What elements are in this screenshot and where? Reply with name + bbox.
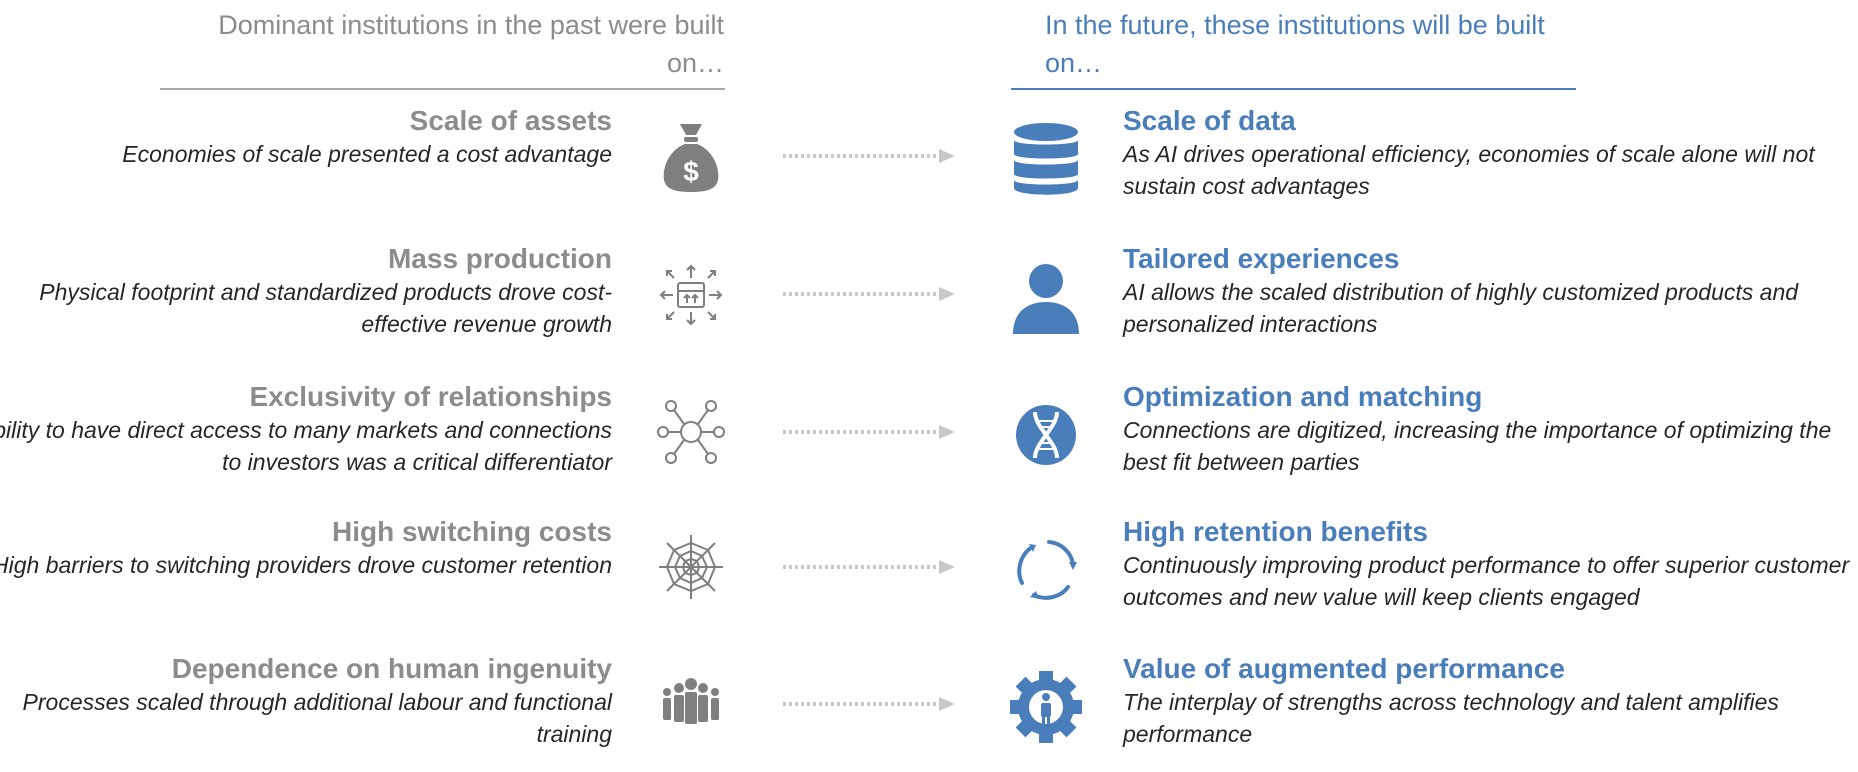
arrow-icon [783, 287, 955, 301]
past-item-description: Physical footprint and standardized prod… [39, 279, 612, 337]
past-item-description: High barriers to switching providers dro… [0, 552, 612, 578]
future-item: High retention benefits Continuously imp… [1123, 515, 1858, 613]
past-item: Mass production Physical footprint and s… [0, 242, 612, 340]
comparison-row-ingenuity: Dependence on human ingenuity Processes … [0, 652, 1858, 772]
past-item-description: Ability to have direct access to many ma… [0, 417, 612, 475]
comparison-row-scale: Scale of assets Economies of scale prese… [0, 104, 1858, 224]
arrow-icon [783, 697, 955, 711]
past-item-description: Processes scaled through additional labo… [22, 689, 612, 747]
future-item: Optimization and matching Connections ar… [1123, 380, 1858, 478]
comparison-row-relationships: Exclusivity of relationships Ability to … [0, 380, 1858, 500]
future-item-title: Scale of data [1123, 105, 1296, 136]
database-icon [1005, 118, 1087, 200]
past-item: Exclusivity of relationships Ability to … [0, 380, 612, 478]
past-header-rule [160, 88, 725, 90]
arrow-icon [783, 149, 955, 163]
future-item-title: High retention benefits [1123, 516, 1428, 547]
refresh-cycle-icon [1005, 529, 1087, 611]
past-item-title: High switching costs [331, 516, 612, 547]
crowd-icon [653, 666, 729, 742]
future-item-description: Connections are digitized, increasing th… [1123, 417, 1832, 475]
past-item-title: Scale of assets [409, 105, 612, 136]
future-header-rule [1011, 88, 1576, 90]
future-item-title: Optimization and matching [1123, 381, 1483, 412]
past-item-title: Mass production [387, 243, 612, 274]
future-item: Tailored experiences AI allows the scale… [1123, 242, 1858, 340]
person-icon [1005, 256, 1087, 338]
comparison-row-production: Mass production Physical footprint and s… [0, 242, 1858, 362]
past-item-title: Dependence on human ingenuity [171, 653, 612, 684]
comparison-row-switching: High switching costs High barriers to sw… [0, 515, 1858, 635]
future-item-description: Continuously improving product performan… [1123, 552, 1850, 610]
gear-person-icon [1005, 666, 1087, 748]
svg-text:$: $ [683, 156, 699, 187]
money-bag-icon: $ [653, 118, 729, 194]
network-hub-icon [653, 394, 729, 470]
past-item-description: Economies of scale presented a cost adva… [122, 141, 612, 167]
spider-web-icon [653, 529, 729, 605]
future-item-description: AI allows the scaled distribution of hig… [1123, 279, 1799, 337]
past-item: Scale of assets Economies of scale prese… [0, 104, 612, 170]
future-item: Scale of data As AI drives operational e… [1123, 104, 1858, 202]
dna-icon [1005, 394, 1087, 476]
arrow-icon [783, 425, 955, 439]
future-item: Value of augmented performance The inter… [1123, 652, 1858, 750]
arrow-icon [783, 560, 955, 574]
past-item-title: Exclusivity of relationships [249, 381, 612, 412]
box-distribution-icon [653, 256, 729, 332]
past-header: Dominant institutions in the past were b… [218, 10, 724, 78]
past-item: Dependence on human ingenuity Processes … [0, 652, 612, 750]
future-item-title: Value of augmented performance [1123, 653, 1565, 684]
future-item-description: The interplay of strengths across techno… [1123, 689, 1779, 747]
future-item-description: As AI drives operational efficiency, eco… [1123, 141, 1815, 199]
future-header: In the future, these institutions will b… [1045, 10, 1545, 78]
future-item-title: Tailored experiences [1123, 243, 1400, 274]
past-item: High switching costs High barriers to sw… [0, 515, 612, 581]
